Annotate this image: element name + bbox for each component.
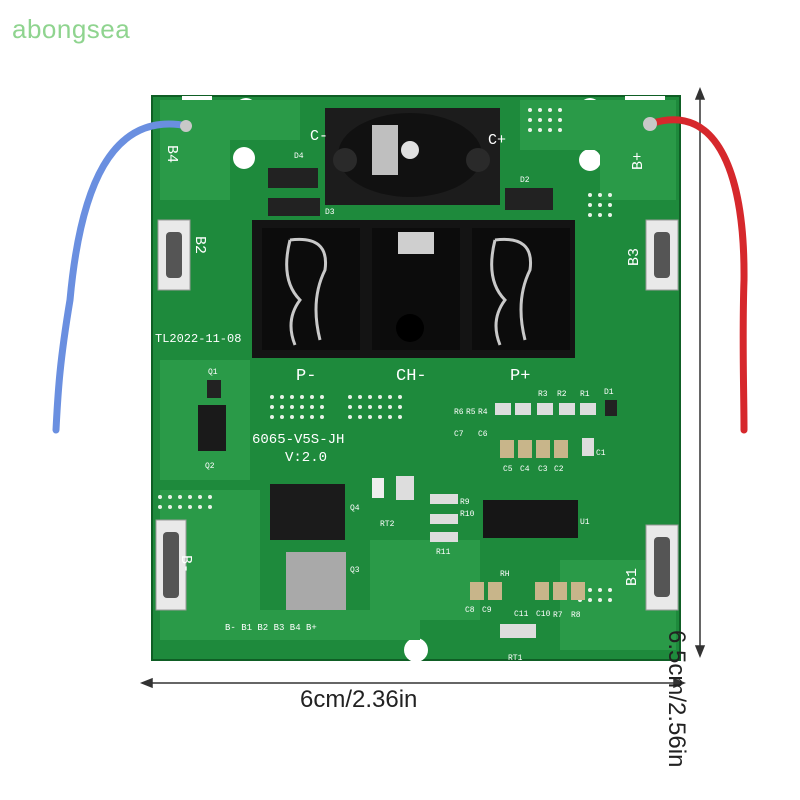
ref-r10: R10 xyxy=(460,510,475,519)
terminal-label-b3: B3 xyxy=(626,248,643,266)
battery-contact-housing xyxy=(252,220,575,358)
terminal-b-minus-pad xyxy=(155,519,187,611)
dc-charging-connector xyxy=(325,108,500,205)
ref-d1: D1 xyxy=(604,388,614,397)
ref-q4: Q4 xyxy=(350,504,360,513)
ref-r7: R7 xyxy=(553,611,563,620)
ref-c2: C2 xyxy=(554,465,564,474)
ref-q2: Q2 xyxy=(205,462,215,471)
ref-c3: C3 xyxy=(538,465,548,474)
ref-d2: D2 xyxy=(520,176,530,185)
ref-c5: C5 xyxy=(503,465,513,474)
ref-r11: R11 xyxy=(436,548,451,557)
ref-r6: R6 xyxy=(454,408,464,417)
height-dimension-label: 6.5cm/2.56in xyxy=(663,630,690,768)
terminal-b2-pad xyxy=(157,219,191,291)
ref-rh: RH xyxy=(500,570,510,579)
watermark: abongsea xyxy=(12,14,131,44)
ref-rt1: RT1 xyxy=(508,654,523,663)
blue-wire xyxy=(52,120,192,434)
width-dimension-arrow xyxy=(139,677,687,689)
ref-d3: D3 xyxy=(325,208,335,217)
terminal-b3-pad xyxy=(645,219,679,291)
pad-label-p-plus: P+ xyxy=(510,367,530,386)
ref-r8: R8 xyxy=(571,611,581,620)
ref-c1: C1 xyxy=(596,449,606,458)
ref-c7: C7 xyxy=(454,430,464,439)
terminal-label-b1: B1 xyxy=(624,568,641,586)
ref-rt2: RT2 xyxy=(380,520,395,529)
width-dimension-label: 6cm/2.36in xyxy=(300,686,418,713)
ref-u1: U1 xyxy=(580,518,590,527)
smd-components xyxy=(198,168,617,638)
red-wire xyxy=(646,116,748,434)
ref-r2: R2 xyxy=(557,390,567,399)
connector-label-c-minus: C- xyxy=(310,128,328,145)
ref-c10: C10 xyxy=(536,610,551,619)
version-label: V:2.0 xyxy=(285,450,327,466)
ref-c8: C8 xyxy=(465,606,475,615)
pad-label-p-minus: P- xyxy=(296,367,316,386)
terminal-label-b-minus: B- xyxy=(177,555,194,573)
terminal-b1-pad xyxy=(645,524,679,611)
ref-r1: R1 xyxy=(580,390,590,399)
ref-c4: C4 xyxy=(520,465,530,474)
ref-c11: C11 xyxy=(514,610,529,619)
bus-label: B- B1 B2 B3 B4 B+ xyxy=(225,623,317,633)
ref-r4: R4 xyxy=(478,408,488,417)
ref-c6: C6 xyxy=(478,430,488,439)
ref-c9: C9 xyxy=(482,606,492,615)
terminal-label-b2: B2 xyxy=(191,236,208,254)
connector-label-c-plus: C+ xyxy=(488,132,506,149)
model-label: 6065-V5S-JH xyxy=(252,432,344,448)
height-dimension-arrow xyxy=(694,86,706,659)
ref-r5: R5 xyxy=(466,408,476,417)
terminal-label-b-plus: B+ xyxy=(630,152,647,170)
ref-d4: D4 xyxy=(294,152,304,161)
ref-q3: Q3 xyxy=(350,566,360,575)
ref-r3: R3 xyxy=(538,390,548,399)
date-code-label: TL2022-11-08 xyxy=(155,332,241,346)
ref-q1: Q1 xyxy=(208,368,218,377)
ref-r9: R9 xyxy=(460,498,470,507)
terminal-label-b4: B4 xyxy=(163,145,180,163)
pad-label-ch-minus: CH- xyxy=(396,367,427,386)
via-grid xyxy=(158,108,612,602)
